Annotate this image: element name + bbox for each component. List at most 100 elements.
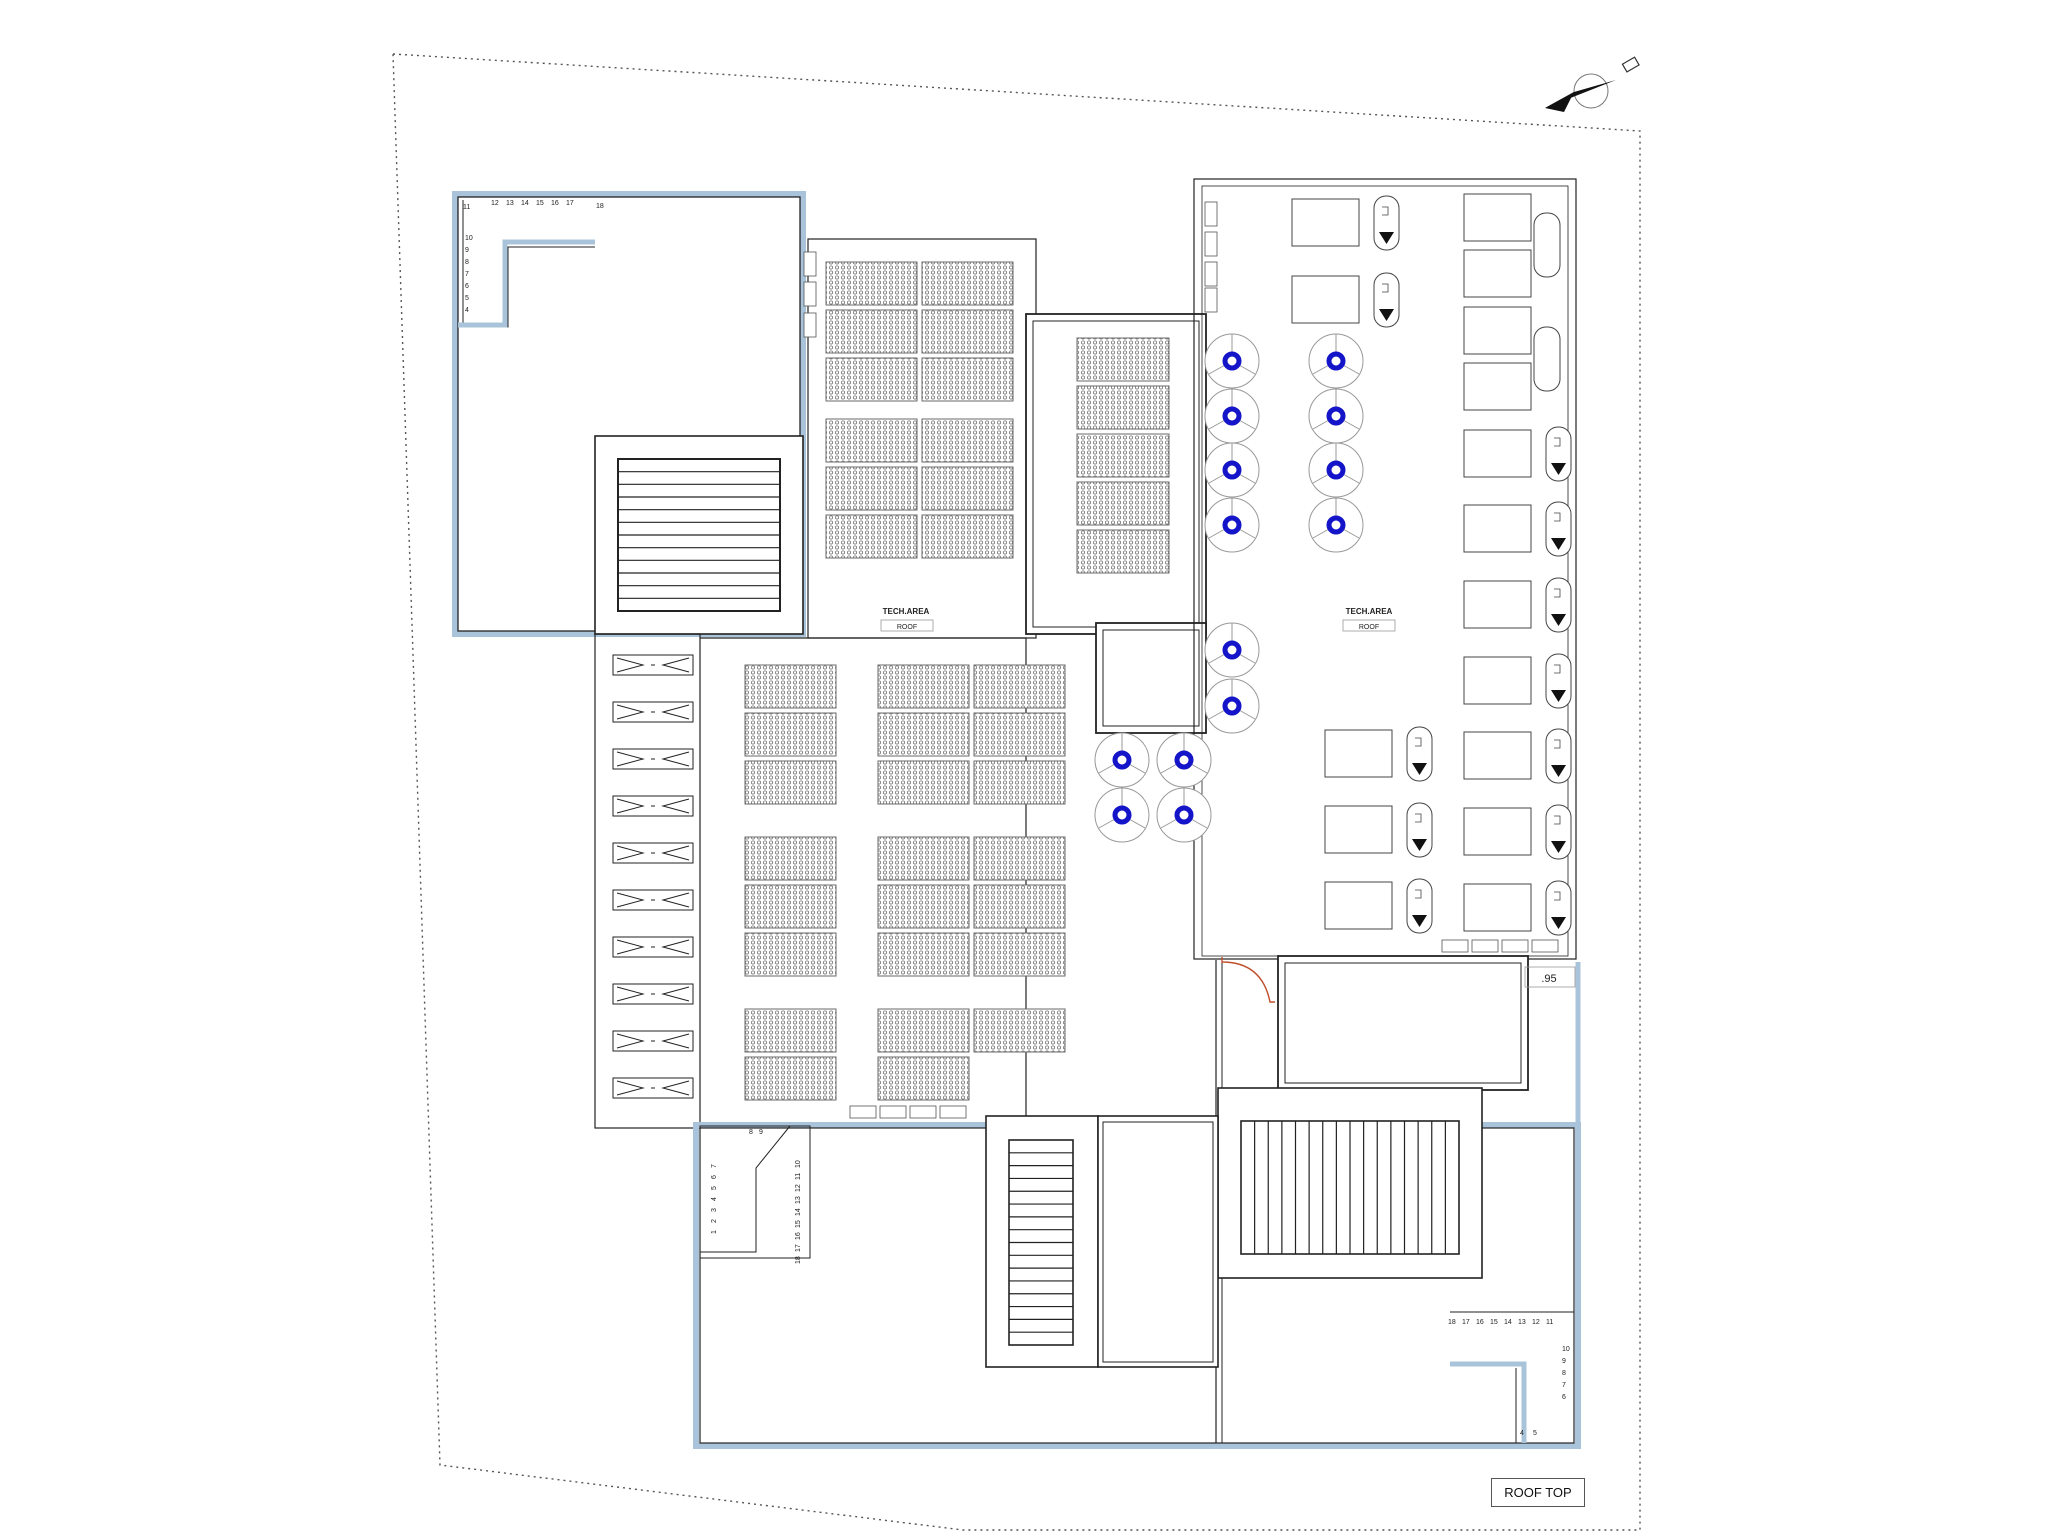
stair-number: 11 <box>463 204 470 211</box>
solar-panel <box>744 712 837 757</box>
stair-number: 8 <box>1562 1370 1566 1377</box>
stair-number: 17 <box>1462 1319 1470 1326</box>
tech-area-label-right: TECH.AREA ROOF <box>1342 607 1396 632</box>
tank-icon <box>1291 272 1400 328</box>
tank-icon <box>1463 501 1572 557</box>
tech-area-title: TECH.AREA <box>883 607 930 616</box>
pump-icon <box>1204 388 1260 444</box>
stair-number: 7 <box>465 271 469 278</box>
stair-number: 16 <box>1476 1319 1484 1326</box>
tank-icon <box>1463 249 1532 298</box>
solar-panel <box>877 760 970 805</box>
solar-panel <box>1076 337 1170 382</box>
stair-number: 12 <box>795 1184 802 1192</box>
solar-panel <box>1076 385 1170 430</box>
vent-damper <box>612 1077 694 1099</box>
tank-icon <box>1463 653 1572 709</box>
stair-number: 16 <box>551 200 559 207</box>
solar-panel <box>973 932 1066 977</box>
solar-panel-array <box>744 261 1170 1101</box>
stair-number: 18 <box>596 203 604 210</box>
pump-icon <box>1204 442 1260 498</box>
pump-icon <box>1094 787 1150 843</box>
stair-number: 13 <box>795 1196 802 1204</box>
stair-number: 6 <box>711 1175 718 1179</box>
tank-group <box>803 193 1572 1119</box>
solar-panel <box>921 309 1014 354</box>
stair-number: 7 <box>711 1164 718 1168</box>
tank-icon <box>1463 426 1572 482</box>
vent-damper <box>612 748 694 770</box>
ac-unit <box>1531 939 1559 953</box>
solar-panel <box>973 760 1066 805</box>
pump-icon <box>1204 678 1260 734</box>
wall-unit <box>803 312 817 338</box>
pump-icon <box>1156 732 1212 788</box>
vent-column <box>594 633 701 1129</box>
vent-damper <box>612 983 694 1005</box>
pump-group <box>1094 333 1364 843</box>
solar-panel <box>744 1008 837 1053</box>
stair-number: 4 <box>1520 1430 1524 1437</box>
tank-icon <box>1463 306 1532 355</box>
solar-panel <box>744 664 837 709</box>
stair-number: 17 <box>566 200 574 207</box>
solar-panel <box>744 932 837 977</box>
pump-icon <box>1156 787 1212 843</box>
solar-panel <box>973 1008 1066 1053</box>
stair-number: 15 <box>536 200 544 207</box>
solar-panel <box>877 932 970 977</box>
pump-icon <box>1094 732 1150 788</box>
solar-panel <box>1076 481 1170 526</box>
solar-panel <box>921 418 1014 463</box>
stair-number: 4 <box>465 307 469 314</box>
solar-panel <box>973 664 1066 709</box>
stair-number: 13 <box>1518 1319 1526 1326</box>
louver-group <box>618 471 1446 1333</box>
solar-panel <box>825 514 918 559</box>
solar-panel <box>877 1008 970 1053</box>
solar-panel <box>744 884 837 929</box>
solar-panel <box>877 884 970 929</box>
tank-icon <box>1291 195 1400 251</box>
ac-unit <box>1471 939 1499 953</box>
dimension-note: .95 <box>1524 966 1576 988</box>
solar-panel <box>921 466 1014 511</box>
vent-damper <box>612 842 694 864</box>
north-arrow-icon <box>1545 56 1640 112</box>
pump-icon <box>1308 442 1364 498</box>
stair-number: 14 <box>521 200 529 207</box>
tech-area-sub: ROOF <box>897 624 917 631</box>
stair-number: 8 <box>465 259 469 266</box>
stair-number: 10 <box>465 235 473 242</box>
stair-number: 13 <box>506 200 514 207</box>
stair-number: 11 <box>795 1173 802 1180</box>
solar-panel <box>744 1056 837 1101</box>
ac-unit <box>879 1105 907 1119</box>
tech-area-sub: ROOF <box>1359 624 1379 631</box>
solar-panel <box>1076 433 1170 478</box>
ac-unit <box>909 1105 937 1119</box>
stair-number: 17 <box>795 1244 802 1252</box>
solar-panel <box>921 357 1014 402</box>
solar-panel <box>973 884 1066 929</box>
tech-area-title: TECH.AREA <box>1346 607 1393 616</box>
stair-number: 15 <box>1490 1319 1498 1326</box>
stair-number: 5 <box>1533 1430 1537 1437</box>
tank-icon <box>1463 804 1572 860</box>
wall-unit <box>1204 287 1218 313</box>
stair-number: 15 <box>795 1220 802 1228</box>
pump-icon <box>1204 497 1260 553</box>
tank-icon <box>1324 802 1433 858</box>
stair-number: 14 <box>1504 1319 1512 1326</box>
solar-panel <box>825 418 918 463</box>
tank-icon <box>1463 880 1572 936</box>
tank-icon <box>1533 212 1561 278</box>
ac-unit <box>849 1105 877 1119</box>
pump-icon <box>1204 333 1260 389</box>
ac-unit <box>939 1105 967 1119</box>
vent-damper <box>612 936 694 958</box>
vent-group <box>612 654 694 1099</box>
stair-number: 18 <box>795 1256 802 1264</box>
